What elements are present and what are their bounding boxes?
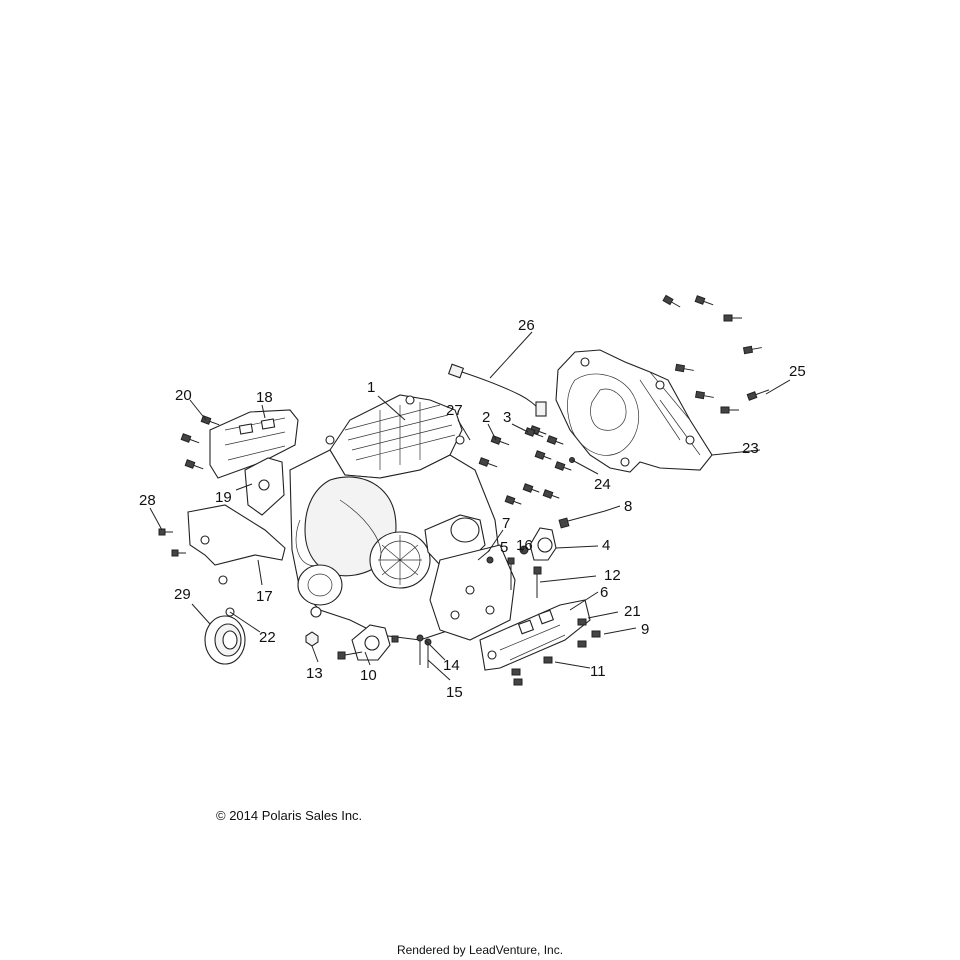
callout-13: 13 — [306, 665, 323, 682]
studs-14-15 — [416, 634, 432, 668]
callout-12: 12 — [604, 567, 621, 584]
callout-20: 20 — [175, 387, 192, 404]
washer-22 — [218, 575, 235, 617]
callout-7: 7 — [502, 515, 510, 532]
callout-9: 9 — [641, 621, 649, 638]
callout-18: 18 — [256, 389, 273, 406]
bolt-set-25 — [662, 294, 770, 414]
callout-29: 29 — [174, 586, 191, 603]
callout-25: 25 — [789, 363, 806, 380]
mount-19 — [244, 457, 285, 516]
copyright-notice: © 2014 Polaris Sales Inc. — [216, 808, 363, 823]
rendered-by-footer: Rendered by LeadVenture, Inc. — [396, 943, 564, 957]
nut-13 — [305, 631, 319, 647]
callout-3: 3 — [503, 409, 511, 426]
callout-11: 11 — [590, 663, 606, 680]
bracket-18 — [209, 409, 299, 479]
bolt-set-24 — [504, 425, 575, 505]
callout-19: 19 — [215, 489, 232, 506]
sensor-26 — [447, 363, 547, 417]
bracket-6 — [479, 599, 591, 671]
callout-23: 23 — [742, 440, 759, 457]
callout-labels: 1 2 3 4 5 6 7 8 9 10 11 12 13 14 15 16 1… — [139, 317, 806, 701]
callout-8: 8 — [624, 498, 632, 515]
callout-22: 22 — [259, 629, 276, 646]
bolts-5-7 — [486, 556, 515, 590]
callout-1: 1 — [367, 379, 375, 396]
callout-6: 6 — [600, 584, 608, 601]
callout-24: 24 — [594, 476, 611, 493]
callout-10: 10 — [360, 667, 377, 684]
callout-4: 4 — [602, 537, 610, 554]
callout-2: 2 — [482, 409, 490, 426]
callout-14: 14 — [443, 657, 460, 674]
mount-10 — [337, 624, 399, 661]
seal-29 — [204, 615, 246, 665]
callout-5: 5 — [500, 539, 508, 556]
bell-housing — [555, 349, 713, 473]
bolt-8 — [558, 510, 606, 529]
callout-17: 17 — [256, 588, 273, 605]
bolt-12 — [533, 566, 542, 598]
callout-27: 27 — [446, 402, 463, 419]
leader-lines — [149, 331, 791, 681]
plate-17 — [187, 504, 286, 566]
bolt-set-21-9-11 — [511, 618, 601, 686]
callout-21: 21 — [624, 603, 641, 620]
engine-block — [289, 394, 516, 641]
callout-15: 15 — [446, 684, 463, 701]
bolt-set-28 — [158, 528, 186, 557]
callout-28: 28 — [139, 492, 156, 509]
mount-4 — [529, 527, 557, 561]
callout-16: 16 — [516, 537, 533, 554]
callout-26: 26 — [518, 317, 535, 334]
bolts-2-3 — [478, 427, 544, 468]
